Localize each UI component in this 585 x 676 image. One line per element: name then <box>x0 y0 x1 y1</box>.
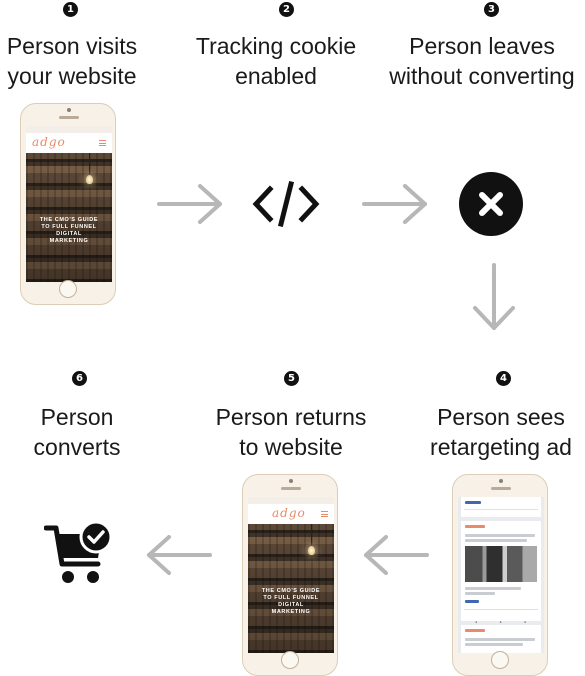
feed-post-line <box>465 629 485 632</box>
step-2-label-line1: Tracking cookie <box>195 33 357 59</box>
lamp-bulb <box>308 546 315 555</box>
phone-screen: adgo THE CMO'S GUIDE TO FULL FUNNEL DIGI… <box>248 497 334 653</box>
x-circle-icon <box>459 172 523 236</box>
feed-action-bar: ●●● <box>464 509 538 524</box>
phone-screen: adgo THE CMO'S GUIDE TO FULL FUNNEL DIGI… <box>26 126 112 282</box>
step-3-label-line2: without converting <box>389 63 575 89</box>
hero-line-4: MARKETING <box>271 609 311 615</box>
phone-website-mockup-1: adgo THE CMO'S GUIDE TO FULL FUNNEL DIGI… <box>20 103 116 305</box>
arrow-right-icon <box>362 184 427 224</box>
step-1-label-line1: Person visits <box>6 33 138 59</box>
site-logo: adgo <box>32 135 66 149</box>
step-2-label: Tracking cookie enabled <box>166 31 386 91</box>
library-hero-image: THE CMO'S GUIDE TO FULL FUNNEL DIGITAL M… <box>248 524 334 653</box>
hero-title: THE CMO'S GUIDE TO FULL FUNNEL DIGITAL M… <box>254 588 328 616</box>
phone-speaker <box>59 116 79 119</box>
lamp-cord <box>311 524 312 546</box>
step-2-label-line2: enabled <box>235 63 317 89</box>
like-icon: ● <box>475 620 478 624</box>
hamburger-menu-icon <box>99 140 106 146</box>
phone-retargeting-ad-mockup: ●●● ●●● <box>452 474 548 676</box>
hero-line-2: TO FULL FUNNEL <box>41 224 97 230</box>
step-6-number-badge: 6 <box>72 371 87 386</box>
hero-title: THE CMO'S GUIDE TO FULL FUNNEL DIGITAL M… <box>32 217 106 245</box>
step-5-label-line2: to website <box>239 434 343 460</box>
site-header: adgo <box>248 504 334 525</box>
step-6-label-line1: Person <box>40 404 114 430</box>
social-feed: ●●● ●●● <box>458 497 544 653</box>
library-hero-image: THE CMO'S GUIDE TO FULL FUNNEL DIGITAL M… <box>26 153 112 282</box>
code-brackets-icon <box>252 180 320 228</box>
arrow-left-icon <box>147 535 212 575</box>
feed-post <box>461 625 541 653</box>
comment-icon: ● <box>499 620 502 624</box>
feed-post-line <box>465 643 523 646</box>
phone-home-button <box>491 651 509 669</box>
feed-action-bar: ● ● ● <box>464 609 538 624</box>
feed-post: ●●● <box>461 497 541 524</box>
cart-check-icon <box>44 520 113 583</box>
phone-screen: ●●● ●●● <box>458 497 544 653</box>
x-mark-icon <box>479 192 503 216</box>
step-5-number-badge: 5 <box>284 371 299 386</box>
phone-speaker <box>491 487 511 490</box>
ad-text-line <box>465 534 535 537</box>
ad-image <box>465 546 537 582</box>
step-3-label: Person leaves without converting <box>372 31 585 91</box>
ad-like-line <box>465 600 479 603</box>
phone-camera <box>289 479 293 483</box>
site-logo: adgo <box>272 506 306 520</box>
lamp-bulb <box>86 175 93 184</box>
phone-home-button <box>281 651 299 669</box>
step-1-label-line2: your website <box>7 63 137 89</box>
arrow-left-icon <box>364 535 429 575</box>
feed-post-line <box>465 501 481 504</box>
step-5-label: Person returns to website <box>181 402 401 462</box>
sponsored-ad-post: ● ● ● <box>461 521 541 624</box>
hero-line-1: THE CMO'S GUIDE <box>261 588 321 594</box>
arrow-right-icon <box>157 184 222 224</box>
phone-website-mockup-2: adgo THE CMO'S GUIDE TO FULL FUNNEL DIGI… <box>242 474 338 676</box>
hero-line-1: THE CMO'S GUIDE <box>39 217 99 223</box>
step-4-label-line2: retargeting ad <box>430 434 572 460</box>
phone-camera <box>67 108 71 112</box>
step-2-number-badge: 2 <box>279 2 294 17</box>
site-header: adgo <box>26 133 112 154</box>
step-4-label: Person sees retargeting ad <box>391 402 585 462</box>
ad-caption-line <box>465 592 495 595</box>
hero-line-3: DIGITAL <box>278 602 304 608</box>
step-6-label-line2: converts <box>33 434 121 460</box>
hamburger-menu-icon <box>321 511 328 517</box>
phone-camera <box>499 479 503 483</box>
step-3-label-line1: Person leaves <box>409 33 555 59</box>
step-6-label: Person converts <box>0 402 187 462</box>
step-1-number-badge: 1 <box>63 2 78 17</box>
step-1-label: Person visits your website <box>0 31 182 91</box>
step-4-number-badge: 4 <box>496 371 511 386</box>
ad-caption-line <box>465 587 521 590</box>
share-icon: ● <box>523 620 527 624</box>
step-3-number-badge: 3 <box>484 2 499 17</box>
step-5-label-line1: Person returns <box>215 404 367 430</box>
ad-text-line <box>465 539 527 542</box>
hero-line-3: DIGITAL <box>56 231 82 237</box>
phone-home-button <box>59 280 77 298</box>
hero-line-4: MARKETING <box>49 238 89 244</box>
status-bar <box>26 126 112 133</box>
step-4-label-line1: Person sees <box>437 404 565 430</box>
ad-header-line <box>465 525 485 528</box>
arrow-down-icon <box>473 263 515 330</box>
feed-post-line <box>465 638 535 641</box>
phone-speaker <box>281 487 301 490</box>
lamp-cord <box>89 153 90 175</box>
status-bar <box>248 497 334 504</box>
hero-line-2: TO FULL FUNNEL <box>263 595 319 601</box>
